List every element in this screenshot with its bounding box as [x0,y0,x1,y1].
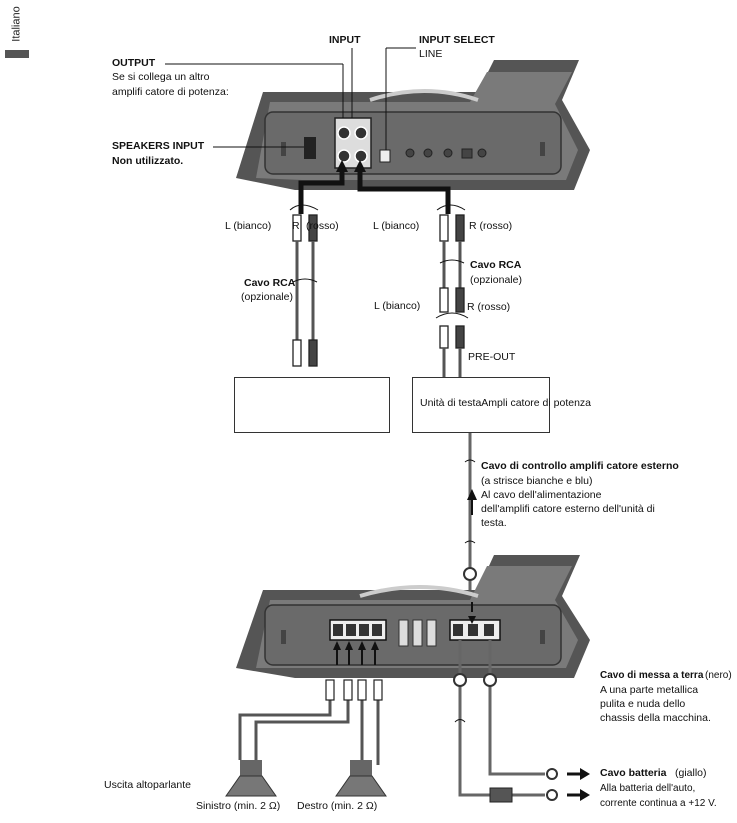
control-cable-line2: (a strisce bianche e blu) [481,475,593,487]
input-select-switch [379,149,391,163]
right-pair-r-label: R (rosso) [469,220,513,232]
preout-label: PRE-OUT [468,351,516,363]
battery-fuse [489,787,513,803]
output-desc-2: amplifi catore di potenza: [112,86,229,98]
battery-line2: Alla batteria dell'auto, [600,783,696,794]
output-label: OUTPUT [112,57,156,69]
left-pair-rosso-label: (rosso) [306,220,339,232]
rca-cable-right [435,204,469,378]
speakers-input-desc: Non utilizzato. [112,155,184,167]
rca-right-title: Cavo RCA [470,259,522,271]
ground-title: Cavo di messa a terra [600,670,704,681]
right-pair-l-label: L (bianco) [373,220,420,232]
ground-color: (nero) [705,670,732,681]
right-box-label: Unità di testaAmpli catore di potenza [420,397,592,409]
input-label: INPUT [329,34,361,46]
ground-line4: chassis della macchina. [600,712,711,724]
speaker-left-label: Sinistro (min. 2 Ω) [196,800,281,812]
left-pair-r-label: R [292,220,300,232]
ground-line3: pulita e nuda dello [600,698,686,710]
battery-title: Cavo batteria [600,767,667,779]
control-cable-title: Cavo di controllo amplifi catore esterno [481,460,679,472]
bottom-amplifier [236,555,590,678]
ground-line2: A una parte metallica [600,684,699,696]
mid-l-label: L (bianco) [374,300,421,312]
control-cable-line3: Al cavo dell'alimentazione [481,489,602,501]
speaker-output-label: Uscita altoparlante [104,779,191,791]
speakers-input-connector [304,137,316,159]
rca-right-sub: (opzionale) [470,274,522,286]
left-pair-l-label: L (bianco) [225,220,272,232]
control-cable-line4: dell'amplifi catore esterno dell'unità d… [481,503,655,515]
speaker-right-icon [335,760,387,797]
output-desc-1: Se si collega un altro [112,71,210,83]
right-unit-box [412,377,550,433]
control-cable-line5: testa. [481,517,507,529]
speaker-right-label: Destro (min. 2 Ω) [297,800,378,812]
speaker-left-icon [225,760,277,797]
language-tab-bar [5,50,29,58]
battery-line3: corrente continua a +12 V. [600,798,717,809]
rca-left-title: Cavo RCA [244,277,296,289]
speakers-input-label: SPEAKERS INPUT [112,140,205,152]
mid-r-label: R (rosso) [467,301,511,313]
rca-cable-left [289,204,319,367]
speaker-wires [238,688,380,765]
input-select-value: LINE [419,48,443,60]
top-amplifier [236,60,590,190]
input-select-label: INPUT SELECT [419,34,495,46]
rca-left-sub: (opzionale) [241,291,293,303]
left-unit-box [234,377,390,433]
control-cable [463,433,477,605]
battery-color: (giallo) [675,767,707,779]
